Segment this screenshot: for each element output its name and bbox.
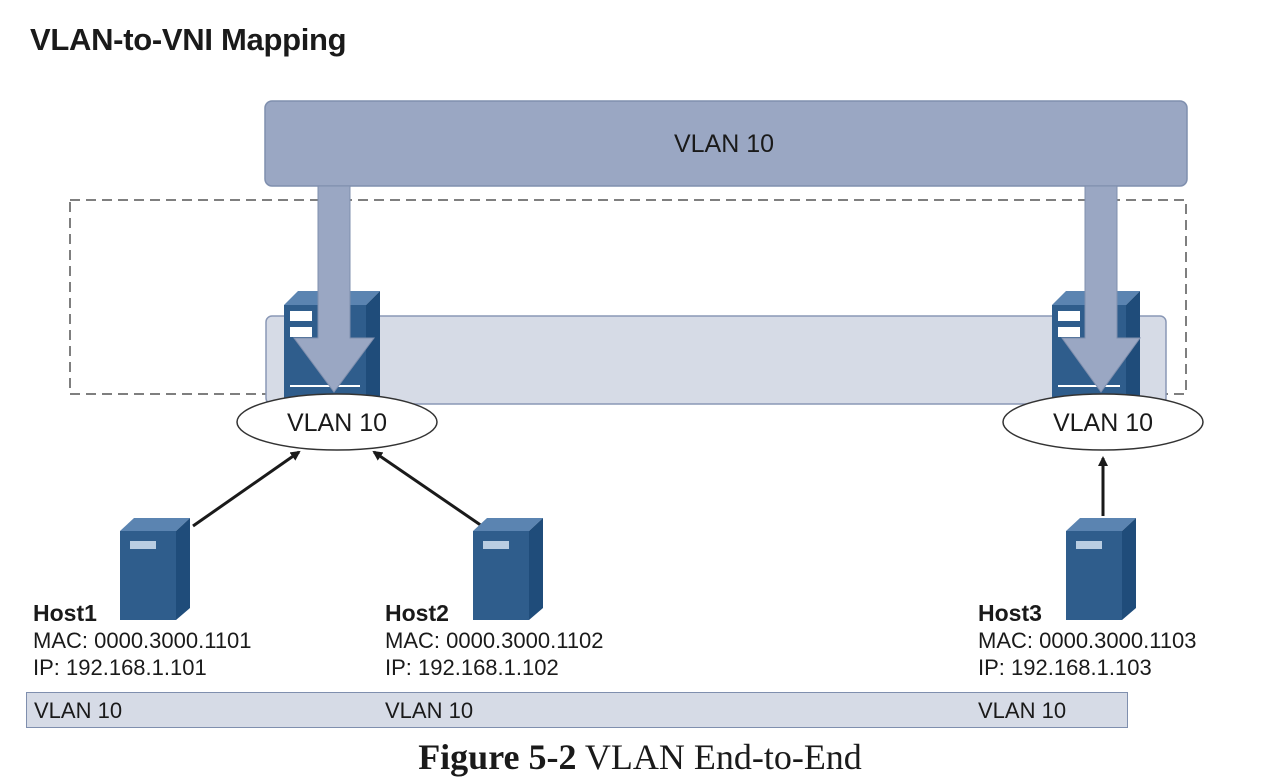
host3-mac: MAC: 0000.3000.1103 bbox=[978, 628, 1197, 653]
host1-mac: MAC: 0000.3000.1101 bbox=[33, 628, 252, 653]
host2-server-icon bbox=[473, 518, 543, 620]
figure-caption: Figure 5-2 VLAN End-to-End bbox=[0, 736, 1280, 778]
host3-name: Host3 bbox=[978, 600, 1042, 626]
switch-band bbox=[265, 315, 1167, 405]
host2-info: Host2 MAC: 0000.3000.1102 IP: 192.168.1.… bbox=[385, 600, 604, 681]
host2-vlan-label: VLAN 10 bbox=[385, 698, 474, 723]
switch-1-vlan-label: VLAN 10 bbox=[287, 409, 387, 437]
host-vlan-bar bbox=[26, 692, 1128, 728]
host3-ip: IP: 192.168.1.103 bbox=[978, 655, 1152, 680]
host2-link-arrow bbox=[372, 450, 483, 528]
figure-number: Figure 5-2 bbox=[418, 737, 577, 777]
host3-info: Host3 MAC: 0000.3000.1103 IP: 192.168.1.… bbox=[978, 600, 1197, 681]
host1-name: Host1 bbox=[33, 600, 97, 626]
host1-ip: IP: 192.168.1.101 bbox=[33, 655, 207, 680]
host1-link-arrow bbox=[192, 450, 301, 528]
host3-vlan-label: VLAN 10 bbox=[978, 698, 1067, 723]
host2-ip: IP: 192.168.1.102 bbox=[385, 655, 559, 680]
host1-vlan-label: VLAN 10 bbox=[34, 698, 123, 723]
host3-server-icon bbox=[1066, 518, 1136, 620]
host1-info: Host1 MAC: 0000.3000.1101 IP: 192.168.1.… bbox=[33, 600, 252, 681]
down-arrow-right bbox=[1061, 185, 1141, 393]
diagram-title: VLAN-to-VNI Mapping bbox=[30, 22, 347, 57]
host1-server-icon bbox=[120, 518, 190, 620]
vlan-banner-label: VLAN 10 bbox=[674, 130, 774, 158]
figure-caption-text: VLAN End-to-End bbox=[584, 737, 862, 777]
host2-mac: MAC: 0000.3000.1102 bbox=[385, 628, 604, 653]
switch-2-vlan-label: VLAN 10 bbox=[1053, 409, 1153, 437]
host2-name: Host2 bbox=[385, 600, 449, 626]
switch-1-vlan-ellipse bbox=[236, 393, 438, 451]
down-arrow-left bbox=[293, 185, 375, 393]
switch-2-vlan-ellipse bbox=[1002, 393, 1204, 451]
vlan-banner bbox=[264, 100, 1188, 187]
